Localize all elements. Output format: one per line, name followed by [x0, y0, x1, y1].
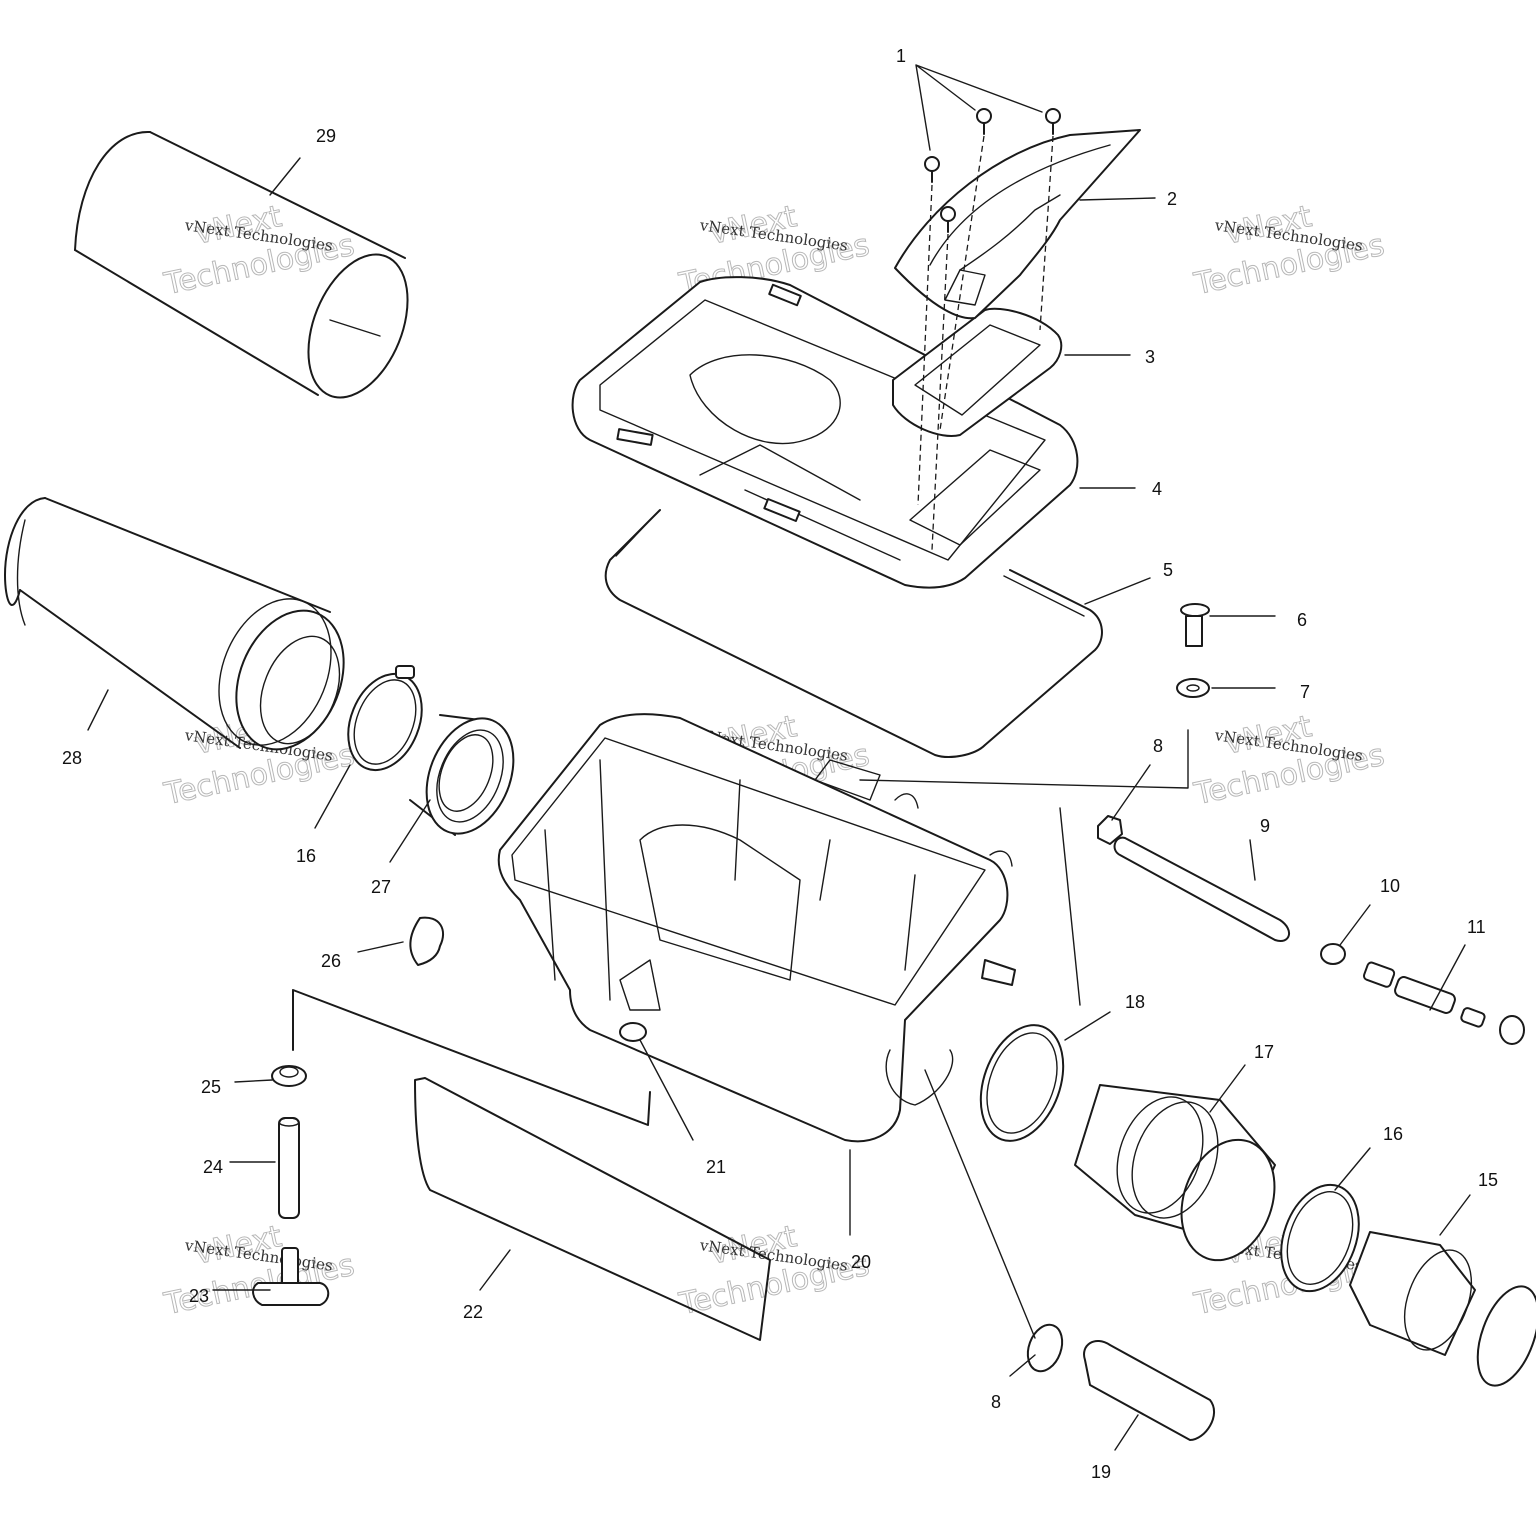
callout-21: 21 — [706, 1157, 726, 1177]
callout-leaders — [87, 157, 1471, 1451]
part-4-airbox-lid — [571, 276, 1079, 589]
callout-17: 17 — [1254, 1042, 1274, 1062]
part-16-clamp-far-right — [1476, 1285, 1536, 1387]
callout-6: 6 — [1297, 610, 1307, 630]
leader-21 — [639, 1039, 694, 1141]
part-2-intake-duct — [894, 129, 1141, 320]
callout-22: 22 — [463, 1302, 483, 1322]
part-10-nut — [1320, 943, 1346, 965]
part-20-airbox-body — [497, 713, 1016, 1143]
callout-29: 29 — [316, 126, 336, 146]
callout-4: 4 — [1152, 479, 1162, 499]
leader-assembly-line — [859, 729, 1189, 1006]
callout-labels: 1 2 3 4 5 6 7 8 9 10 11 16 28 27 26 25 2… — [62, 46, 1498, 1482]
part-8-clamp-bottom — [1026, 1323, 1064, 1373]
callout-23: 23 — [189, 1286, 209, 1306]
callout-9: 9 — [1260, 816, 1270, 836]
callout-10: 10 — [1380, 876, 1400, 896]
callout-2: 2 — [1167, 189, 1177, 209]
callout-11: 11 — [1467, 917, 1486, 937]
callout-25: 25 — [201, 1077, 221, 1097]
callout-18: 18 — [1125, 992, 1145, 1012]
part-22-bottom-panel — [414, 1077, 771, 1341]
part-24-tube — [278, 1117, 300, 1219]
callout-1: 1 — [896, 46, 906, 66]
part-9-hose — [1113, 836, 1290, 942]
part-8-clamp-top — [1097, 815, 1123, 845]
callout-15: 15 — [1478, 1170, 1498, 1190]
part-6-screw — [1180, 603, 1210, 647]
callout-7: 7 — [1300, 682, 1310, 702]
callout-3: 3 — [1145, 347, 1155, 367]
part-11-valve — [1362, 961, 1525, 1045]
assembly-guide-lines — [917, 135, 1054, 551]
part-15-boot — [1349, 1231, 1476, 1356]
part-19-hose — [1083, 1340, 1216, 1441]
callout-8: 8 — [1153, 736, 1163, 756]
part-29-prefilter-sleeve — [74, 130, 409, 399]
callout-26: 26 — [321, 951, 341, 971]
callout-8-bottom: 8 — [991, 1392, 1001, 1412]
callout-16-right: 16 — [1383, 1124, 1403, 1144]
callout-5: 5 — [1163, 560, 1173, 580]
part-17-adapter-tube — [1074, 1084, 1276, 1262]
part-28-air-filter — [4, 497, 345, 751]
callout-28: 28 — [62, 748, 82, 768]
callout-24: 24 — [203, 1157, 223, 1177]
callout-20: 20 — [851, 1252, 871, 1272]
leader-19-line — [924, 1069, 1036, 1339]
part-5-gasket — [604, 509, 1103, 758]
part-1-screws — [915, 64, 1061, 233]
part-7-washer — [1176, 678, 1210, 698]
drain-assembly-bracket — [292, 989, 651, 1126]
callout-16-left: 16 — [296, 846, 316, 866]
callout-19: 19 — [1091, 1462, 1111, 1482]
part-18-gasket-ring — [979, 1024, 1065, 1142]
part-25-cap — [271, 1065, 307, 1087]
callout-27: 27 — [371, 877, 391, 897]
part-16-clamp-left — [347, 665, 423, 772]
part-26-clip — [409, 916, 445, 966]
part-3-plate — [892, 307, 1063, 437]
part-27-threaded-adapter — [409, 714, 515, 836]
